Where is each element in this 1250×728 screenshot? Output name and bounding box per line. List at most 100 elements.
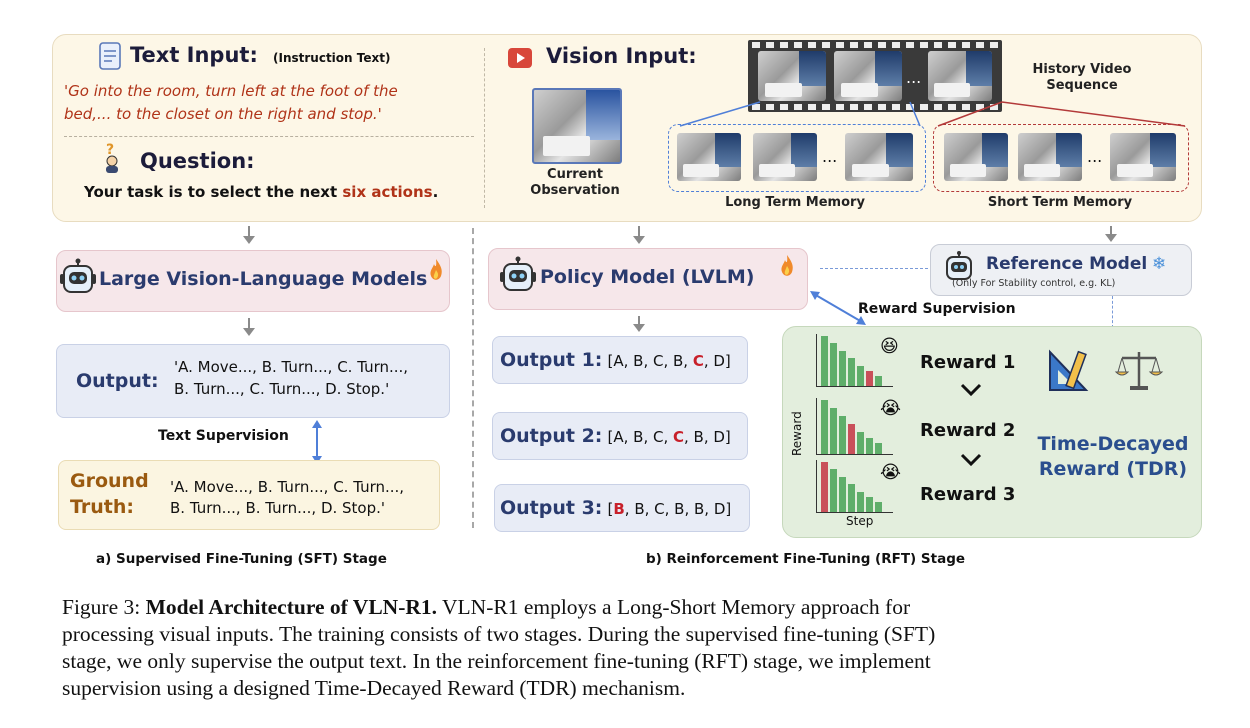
- reward-bar: [839, 351, 846, 386]
- memory-frame: [845, 133, 913, 181]
- short-term-memory-box: ...: [933, 124, 1189, 192]
- sft-output-line-1: 'A. Move..., B. Turn..., C. Turn...,: [174, 358, 409, 376]
- text-input-subtitle: (Instruction Text): [273, 51, 391, 65]
- tdr-line1: Time-Decayed: [1037, 433, 1189, 455]
- reward-bar: [830, 469, 837, 512]
- memory-frame: [944, 133, 1008, 181]
- memory-ellipsis: ...: [1087, 147, 1103, 166]
- happy-emoji-icon: 😆: [880, 336, 899, 357]
- reward-bar: [839, 416, 846, 454]
- gt-label-line2: Truth:: [70, 496, 134, 518]
- reward-chart: [816, 334, 893, 387]
- film-perforations-top: [752, 42, 998, 48]
- robot-icon: [500, 256, 536, 296]
- current-observation-image: [532, 88, 622, 164]
- rft-output-error: C: [692, 352, 704, 370]
- memory-frame: [1110, 133, 1176, 181]
- reward-bar: [821, 462, 828, 512]
- scale-icon: [1114, 346, 1164, 392]
- rft-output-label: Output 1:: [500, 349, 603, 371]
- reward-bar: [857, 492, 864, 512]
- caption-line-3: stage, we only supervise the output text…: [62, 649, 931, 673]
- rft-stage-caption: b) Reinforcement Fine-Tuning (RFT) Stage: [646, 551, 966, 567]
- greater-than-icon: [960, 452, 982, 471]
- reward-bar: [848, 424, 855, 454]
- rft-output-close: , B, C, B, B, D]: [624, 500, 732, 518]
- question-person-icon: ?: [100, 142, 124, 174]
- lvlm-label: Large Vision-Language Models: [99, 268, 428, 290]
- rft-output-error: C: [673, 428, 685, 446]
- reward-supervision-label: Reward Supervision: [858, 301, 1016, 317]
- lvlm-box: [56, 250, 450, 312]
- text-supervision-label: Text Supervision: [158, 428, 289, 444]
- history-frame: [834, 51, 902, 101]
- question-text: Your task is to select the next six acti…: [84, 183, 438, 201]
- reward-bar: [857, 366, 864, 386]
- rft-output-open: [A, B, C, B,: [607, 352, 693, 370]
- reward-bar: [857, 432, 864, 454]
- history-label-line1: History Video: [1032, 62, 1132, 77]
- question-highlight: six actions: [342, 183, 433, 201]
- film-ellipsis: ...: [906, 68, 922, 87]
- reward-bar: [839, 477, 846, 512]
- input-panel: [52, 34, 1202, 222]
- rft-output-error: B: [613, 500, 625, 518]
- vision-input-title: Vision Input:: [546, 44, 697, 68]
- arrow-down: [633, 226, 645, 244]
- current-obs-line1: Current: [547, 167, 603, 182]
- short-term-memory-label: Short Term Memory: [987, 195, 1133, 210]
- reference-model-note: (Only For Stability control, e.g. KL): [952, 278, 1116, 289]
- current-obs-line2: Observation: [530, 183, 620, 198]
- policy-model-label: Policy Model (LVLM): [540, 266, 755, 288]
- arrow-down: [243, 318, 255, 336]
- reward-bar: [866, 371, 873, 386]
- reward-label: Reward 2: [920, 420, 1016, 441]
- reward-bar: [875, 502, 882, 512]
- reward-label: Reward 3: [920, 484, 1016, 505]
- memory-frame: [753, 133, 817, 181]
- ground-truth-label: Ground Truth:: [70, 468, 149, 520]
- memory-connectors: [679, 101, 1186, 127]
- crying-emoji-icon: 😭: [880, 462, 902, 483]
- reward-bar: [821, 400, 828, 454]
- tdr-label: Time-Decayed Reward (TDR): [1028, 432, 1198, 482]
- sft-output-line-2: B. Turn..., C. Turn..., D. Stop.': [174, 380, 390, 398]
- gt-line-1: 'A. Move..., B. Turn..., C. Turn...,: [170, 478, 405, 496]
- figure-caption: Figure 3: Model Architecture of VLN-R1. …: [62, 594, 1212, 702]
- snowflake-icon: ❄: [1152, 254, 1167, 274]
- reference-model-label: Reference Model: [986, 254, 1148, 274]
- rft-output-box: [492, 336, 748, 384]
- memory-frame: [1018, 133, 1082, 181]
- history-frame: [758, 51, 826, 101]
- instruction-line-1: 'Go into the room, turn left at the foot…: [64, 82, 398, 100]
- reward-label: Reward 1: [920, 352, 1016, 373]
- text-input-title: Text Input:: [130, 43, 258, 67]
- long-term-memory-label: Long Term Memory: [725, 195, 865, 210]
- robot-icon: [944, 250, 974, 284]
- rft-output-row: Output 3: [B, B, C, B, B, D]: [500, 497, 731, 519]
- caption-prefix: Figure 3:: [62, 595, 146, 619]
- reward-bar: [830, 343, 837, 386]
- instruction-line-2: bed,... to the closet on the right and s…: [64, 105, 382, 123]
- reward-y-axis-label: Reward: [790, 411, 804, 456]
- document-icon: [98, 42, 122, 70]
- long-term-memory-box: ...: [668, 124, 926, 192]
- caption-line-1: Figure 3: Model Architecture of VLN-R1. …: [62, 594, 1212, 621]
- rft-output-label: Output 3:: [500, 497, 603, 519]
- rft-output-open: [A, B, C,: [607, 428, 673, 446]
- reference-dashed-link: [1112, 296, 1113, 328]
- reward-bar: [848, 484, 855, 512]
- divider: [64, 136, 474, 137]
- question-suffix: .: [432, 183, 439, 201]
- fire-icon: [780, 254, 794, 278]
- reward-bar: [875, 443, 882, 454]
- gt-line-2: B. Turn..., B. Turn..., D. Stop.': [170, 499, 386, 517]
- rft-output-label: Output 2:: [500, 425, 603, 447]
- question-title: Question:: [140, 149, 255, 173]
- crying-emoji-icon: 😭: [880, 398, 902, 419]
- question-prefix: Your task is to select the next: [84, 183, 343, 201]
- reward-bar: [875, 376, 882, 386]
- gt-label-line1: Ground: [70, 470, 149, 492]
- history-label-line2: Sequence: [1046, 78, 1118, 93]
- caption-bold: Model Architecture of VLN-R1.: [145, 595, 438, 619]
